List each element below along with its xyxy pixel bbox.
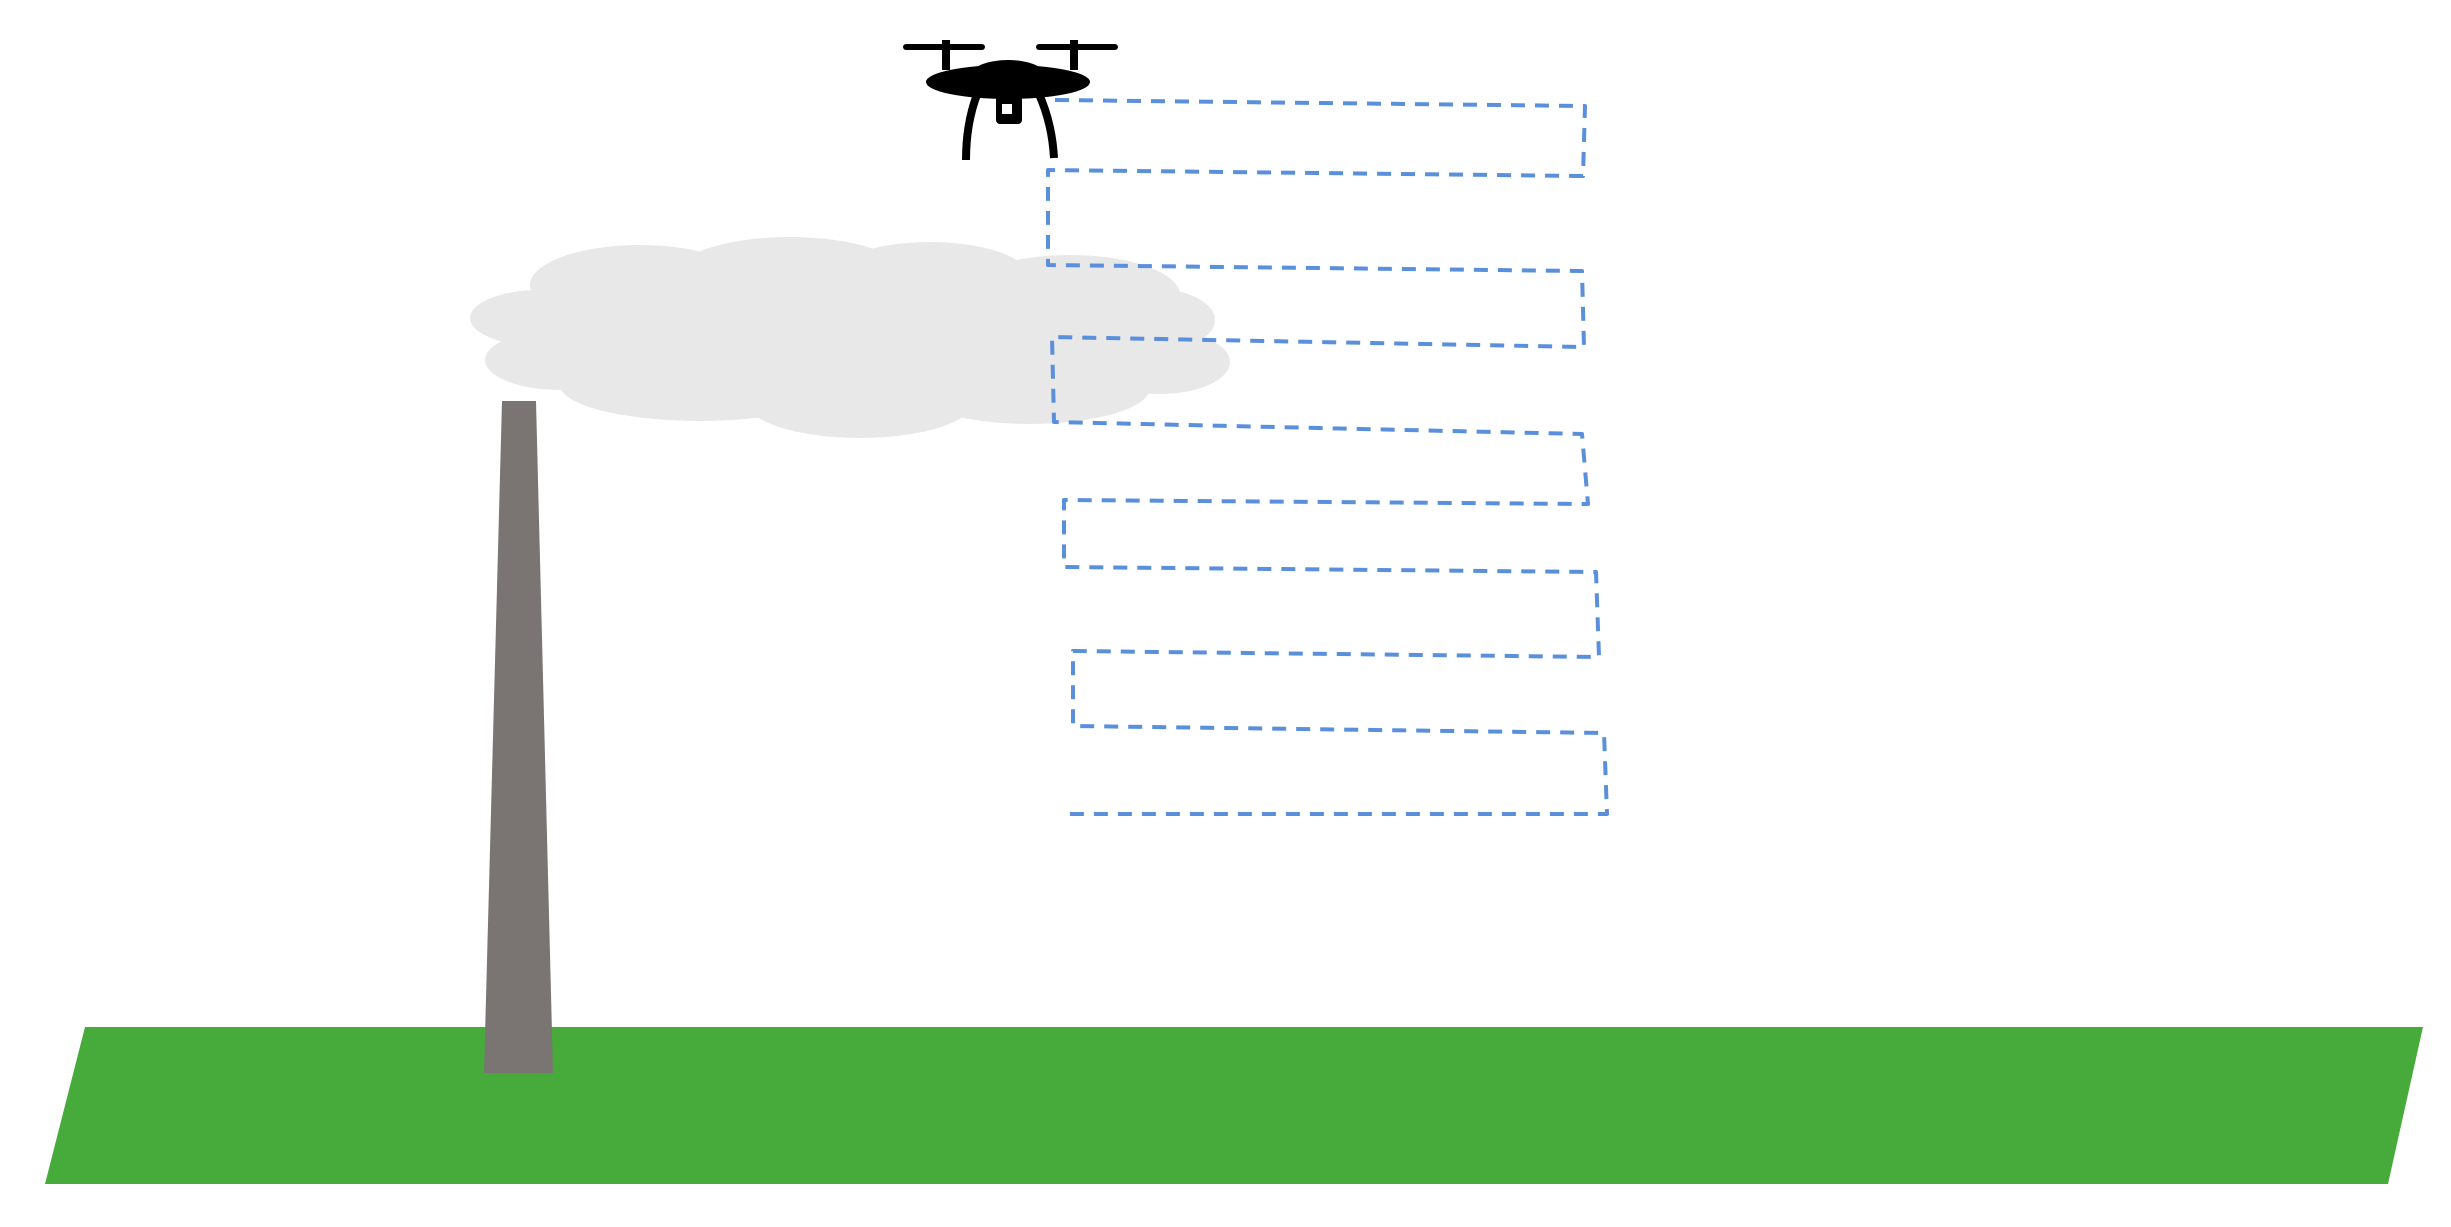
ground	[45, 1027, 2423, 1184]
smoke-plume	[470, 237, 1230, 438]
chimney	[484, 401, 553, 1073]
drone-icon	[903, 40, 1118, 161]
flight-path	[1046, 98, 1609, 816]
